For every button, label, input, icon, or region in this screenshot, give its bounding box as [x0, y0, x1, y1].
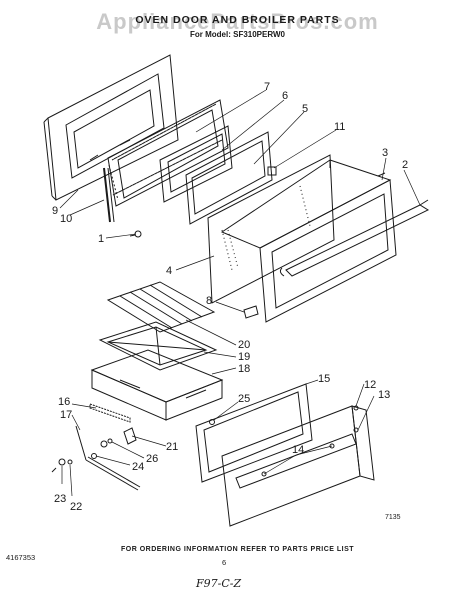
part-inner-glass [185, 131, 273, 225]
part-outer-door-shell [220, 159, 397, 323]
part-broiler-door-inner [195, 383, 313, 483]
callout-4: 4 [166, 265, 172, 277]
callout-24: 24 [132, 461, 144, 473]
page-number: 6 [222, 558, 227, 567]
callout-16: 16 [58, 396, 70, 408]
callout-11: 11 [334, 121, 345, 133]
callout-21: 21 [166, 441, 178, 453]
callout-25: 25 [238, 393, 250, 405]
callout-5: 5 [302, 103, 308, 115]
callout-labels: 7 6 5 11 3 2 9 10 1 4 8 20 19 18 16 17 2… [52, 81, 408, 513]
watermark: AppliancePartsPros.com [96, 9, 379, 34]
callout-9: 9 [52, 205, 58, 217]
document-number: 4167353 [6, 553, 36, 562]
handwritten-note: F97-C-Z [196, 577, 242, 590]
part-glass-frame [159, 125, 233, 203]
part-slide-rail [89, 403, 131, 423]
callout-26: 26 [146, 453, 158, 465]
callout-20: 20 [238, 339, 250, 351]
part-inner-door-panel [43, 54, 179, 201]
part-broiler-door-outer [221, 405, 375, 527]
part-broiler-drawer [90, 349, 224, 421]
part-hinge-bracket [103, 167, 115, 223]
part-spring-clip [243, 305, 259, 319]
part-door-handle [279, 199, 430, 277]
callout-17: 17 [60, 409, 72, 421]
part-clip [267, 166, 277, 176]
callout-19: 19 [238, 351, 250, 363]
callout-14: 14 [292, 444, 304, 456]
callout-23: 23 [54, 493, 66, 505]
part-roller-assembly [51, 425, 141, 491]
model-label: For Model: SF310PERW0 [190, 30, 285, 39]
leader-lines [59, 89, 421, 497]
page-title: OVEN DOOR AND BROILER PARTS [135, 14, 340, 26]
callout-12: 12 [364, 379, 376, 391]
callout-10: 10 [60, 213, 72, 225]
callout-18: 18 [238, 363, 250, 375]
part-broiler-pan [98, 321, 218, 371]
part-door-gasket [107, 99, 229, 207]
callout-13: 13 [378, 389, 390, 401]
callout-15: 15 [318, 373, 330, 385]
callout-2: 2 [402, 159, 408, 171]
callout-8: 8 [206, 295, 212, 307]
callout-1: 1 [98, 233, 104, 245]
part-outer-door-glass [207, 154, 335, 304]
figure-code: 7135 [385, 514, 401, 521]
part-broiler-grid [106, 281, 216, 333]
ordering-note: FOR ORDERING INFORMATION REFER TO PARTS … [120, 546, 355, 553]
callout-3: 3 [382, 147, 388, 159]
callout-6: 6 [282, 90, 288, 102]
callout-22: 22 [70, 501, 82, 513]
callout-7: 7 [264, 81, 270, 93]
